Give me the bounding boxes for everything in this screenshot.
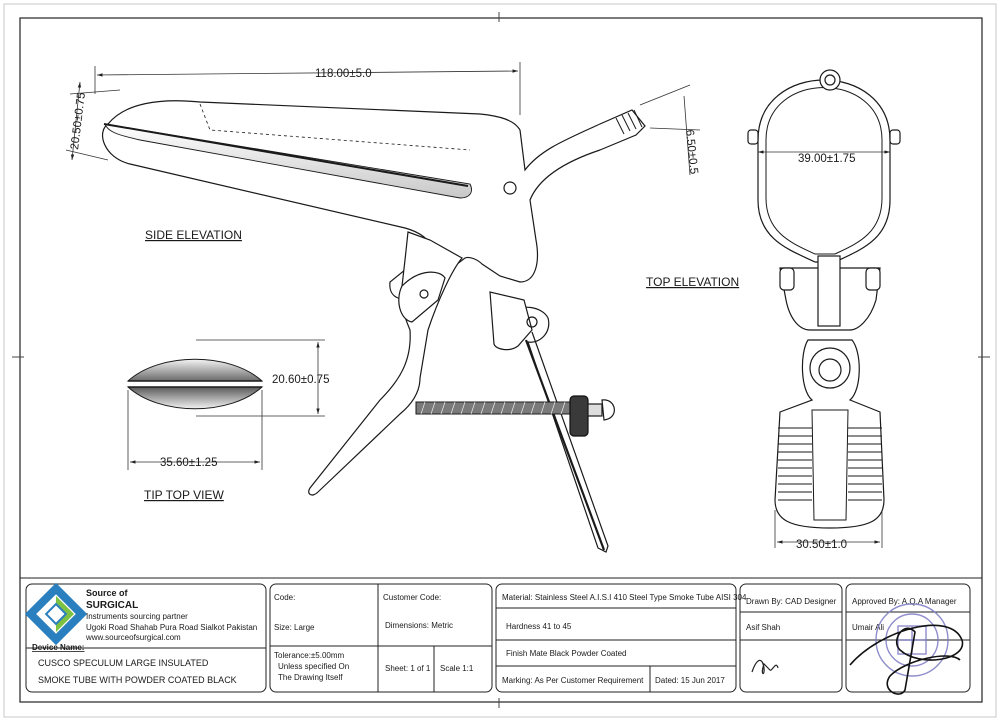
drawn-by-label: Drawn By: CAD Designer: [746, 597, 837, 606]
dated-value: Dated: 15 Jun 2017: [655, 676, 725, 685]
center-grip: [811, 409, 849, 521]
marking-value: Marking: As Per Customer Requirement: [502, 676, 644, 685]
blade-sheen: [104, 123, 472, 199]
dim-tip-width: 35.60±1.25: [160, 457, 217, 469]
smoke-tube-rings: [615, 109, 643, 135]
dim-handle-width: 30.50±1.0: [796, 539, 847, 551]
size-value: Size: Large: [274, 623, 315, 632]
customer-code-label: Customer Code:: [383, 593, 441, 602]
lever-body: [489, 291, 533, 351]
right-lug: [889, 129, 901, 145]
dim-tip-height: 20.60±0.75: [272, 374, 329, 386]
company-line2: SURGICAL: [86, 600, 138, 611]
top-lower-body: [774, 339, 885, 529]
screw-collar: [587, 403, 603, 417]
thumb-screw-rod: [415, 401, 577, 415]
hinge-pin-left: [779, 267, 795, 291]
company-tagline: Instruments sourcing partner: [86, 612, 188, 621]
tip-upper-half: [126, 358, 264, 382]
dim-blade-width: 20.50±0.75: [69, 92, 88, 151]
device-name-line2: SMOKE TUBE WITH POWDER COATED BLACK: [38, 675, 237, 685]
dimensions-unit: Dimensions: Metric: [385, 621, 453, 630]
top-dimensions: [758, 150, 890, 548]
material-value: Material: Stainless Steel A.I.S.I 410 St…: [502, 593, 747, 602]
screw-thread: [420, 401, 566, 415]
top-smoke-port-inner: [824, 74, 836, 86]
approved-by-label: Approved By: A.Q.A Manager: [852, 597, 957, 606]
thumb-nut: [569, 395, 589, 437]
device-name-line1: CUSCO SPECULUM LARGE INSULATED: [38, 658, 209, 668]
title-block: [20, 577, 982, 693]
hinge-pin-right: [865, 267, 881, 291]
tip-dimensions: [127, 339, 325, 470]
border-ticks: [12, 12, 990, 708]
hardness-value: Hardness 41 to 45: [506, 622, 572, 631]
handle-hole: [419, 289, 429, 299]
pivot-hole: [503, 181, 517, 195]
company-logo: [24, 582, 88, 646]
top-elevation-view: [747, 69, 901, 529]
tip-top-view-label: TIP TOP VIEW: [144, 488, 224, 502]
side-elevation-label: SIDE ELEVATION: [145, 228, 242, 242]
side-elevation-view: [101, 100, 646, 553]
device-name-label: Device Name:: [32, 643, 84, 652]
code-label: Code:: [274, 593, 295, 602]
tip-lower-half: [126, 386, 264, 410]
top-eye-inner: [818, 358, 842, 382]
blade-edge: [103, 123, 469, 187]
top-elevation-label: TOP ELEVATION: [646, 275, 739, 289]
dim-overall-length: 118.00±5.0: [315, 68, 372, 80]
dim-top-width: 39.00±1.75: [798, 153, 855, 165]
inner-border: [19, 17, 983, 703]
top-blade-inner: [765, 87, 883, 255]
tolerance-line2: Unless specified On: [278, 662, 349, 671]
lever-hole: [526, 316, 538, 328]
approved-name: Umair Ali: [852, 623, 884, 632]
lever-rod: [524, 339, 606, 551]
scale-value: Scale 1:1: [440, 664, 474, 673]
drawn-name: Asif Shah: [746, 623, 780, 632]
drawn-signature: [751, 659, 779, 675]
tube-channel: [817, 255, 841, 327]
company-website: www.sourceofsurgical.com: [85, 633, 181, 642]
outer-border: [3, 3, 997, 718]
left-lug: [747, 129, 759, 145]
company-address: Ugoki Road Shahab Pura Road Sialkot Paki…: [86, 623, 257, 632]
lower-handle: [308, 231, 463, 496]
side-dimensions: [65, 62, 701, 176]
tip-top-view: [126, 358, 264, 410]
upper-blade: [101, 100, 646, 300]
dim-tube-diameter: 6.50±0.5: [683, 129, 700, 175]
sheet-value: Sheet: 1 of 1: [385, 664, 431, 673]
screw-cap: [601, 399, 615, 421]
finish-value: Finish Mate Black Powder Coated: [506, 649, 627, 658]
top-blade-outer: [757, 79, 891, 263]
tolerance-line1: Tolerance:±5.00mm: [274, 651, 345, 660]
grip-ridges: [778, 427, 882, 501]
company-line1: Source of: [86, 588, 129, 598]
approver-signature: [849, 624, 964, 695]
tolerance-line3: The Drawing Itself: [278, 673, 343, 682]
